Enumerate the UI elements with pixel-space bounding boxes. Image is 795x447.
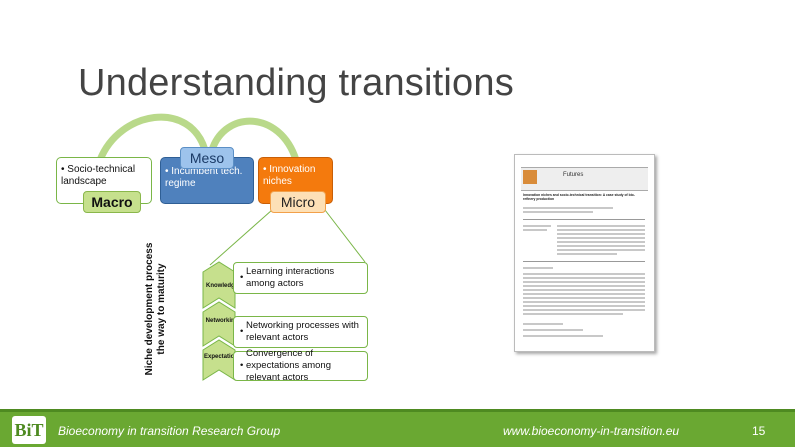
step-text: Networking processes with relevant actor…: [245, 320, 359, 343]
slide-title: Understanding transitions: [78, 62, 514, 104]
niche-step-expectations: • Convergence of expectations among rele…: [233, 348, 368, 383]
slide-footer: [0, 412, 795, 447]
macro-bullet: Socio-technical landscape: [61, 164, 136, 187]
micro-bullet: Innovation niches: [263, 164, 316, 187]
chevron-label-networking: Networking: [205, 318, 239, 324]
niche-vertical-label: Niche development process the way to mat…: [144, 242, 167, 376]
paper-title: Innovation niches and socio-technical tr…: [523, 193, 635, 202]
paper-journal-name: Futures: [563, 172, 584, 178]
chevron-label-expectations: Expectations: [204, 354, 242, 360]
niche-step-networking: • Networking processes with relevant act…: [233, 316, 368, 348]
meso-bullet: Incumbent tech. regime: [165, 166, 243, 189]
step-text: Learning interactions among actors: [245, 266, 335, 289]
journal-paper-thumbnail: Futures Innovation niches and socio-tech…: [514, 154, 655, 352]
chevron-label-knowledge: Knowledge: [205, 283, 238, 289]
bit-logo: BiT: [12, 416, 46, 444]
micro-tag: Micro: [270, 191, 326, 213]
chevron-arrows: [202, 261, 236, 381]
footer-divider: [0, 409, 795, 412]
page-number: 15: [752, 424, 766, 438]
macro-tag: Macro: [83, 191, 141, 213]
meso-tag: Meso: [180, 147, 234, 169]
step-text: Convergence of expectations among releva…: [245, 348, 331, 383]
footer-website: www.bioeconomy-in-transition.eu: [503, 424, 680, 438]
niche-step-knowledge: • Learning interactions among actors: [233, 262, 368, 294]
footer-group-name: Bioeconomy in transition Research Group: [58, 424, 281, 438]
